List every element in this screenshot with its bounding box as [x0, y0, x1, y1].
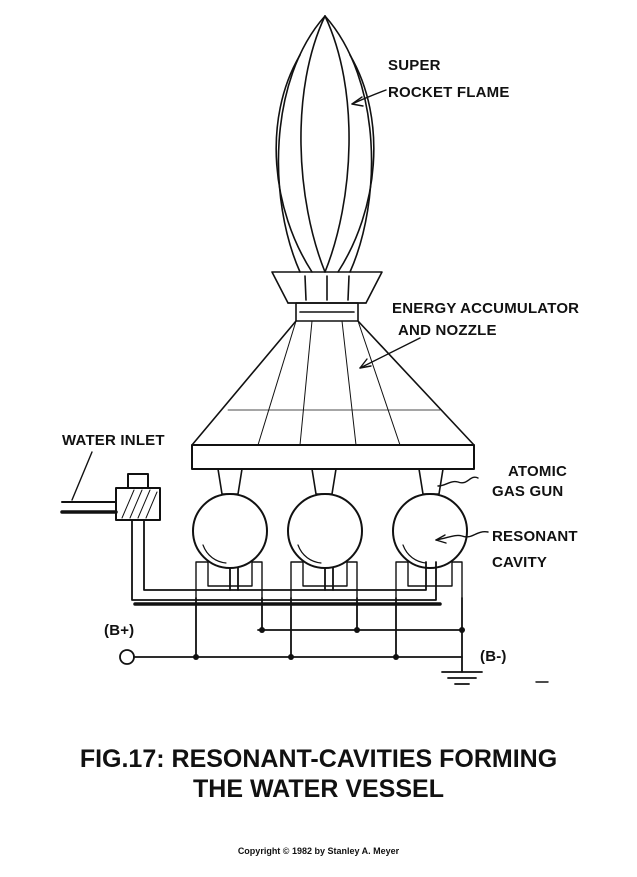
figure-caption-line2: THE WATER VESSEL	[193, 775, 444, 803]
water-inlet-label: WATER INLET	[62, 432, 165, 449]
flame-label-line1: SUPER	[388, 57, 441, 74]
copyright-notice: Copyright © 1982 by Stanley A. Meyer	[237, 846, 400, 856]
cavity-label-line2: CAVITY	[492, 554, 548, 571]
gas-gun-label-line2: GAS GUN	[492, 483, 564, 500]
figure-caption-line1: FIG.17: RESONANT-CAVITIES FORMING	[79, 745, 558, 773]
atomic-gas-guns	[217, 468, 444, 495]
leader-lines	[71, 89, 489, 544]
electrical-circuit	[133, 597, 549, 685]
accumulator-label-line1: ENERGY ACCUMULATOR	[392, 300, 580, 317]
water-manifold	[131, 519, 442, 606]
nozzle	[271, 271, 383, 322]
b-minus-label: (B-)	[480, 648, 507, 665]
b-plus-label: (B+)	[104, 622, 135, 639]
energy-accumulator	[191, 320, 475, 470]
rocket-flame	[275, 15, 375, 273]
cavity-label-line1: RESONANT	[492, 528, 578, 545]
resonant-cavities	[192, 493, 468, 569]
water-inlet-pipe	[60, 473, 161, 521]
accumulator-label-line2: AND NOZZLE	[398, 322, 497, 339]
gas-gun-label-line1: ATOMIC	[508, 463, 567, 480]
flame-label-line2: ROCKET FLAME	[388, 84, 510, 101]
b-plus-terminal	[119, 649, 135, 665]
junction-dots	[193, 627, 465, 660]
